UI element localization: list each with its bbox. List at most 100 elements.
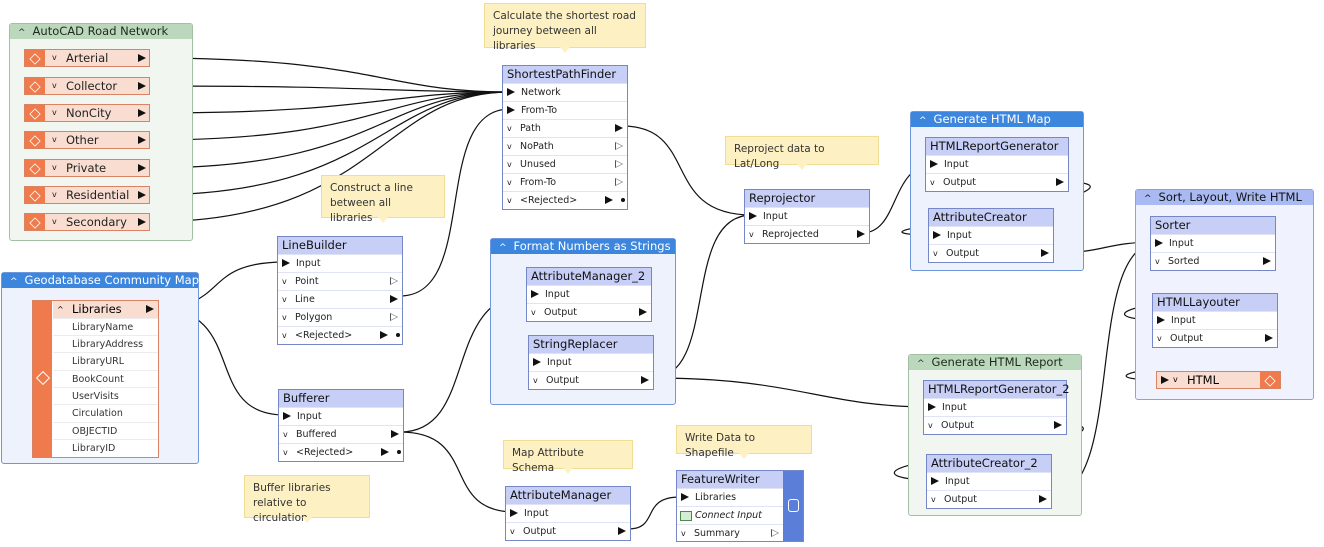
chevron-down-icon[interactable]: v — [282, 331, 287, 340]
input-port[interactable]: Input — [529, 353, 653, 371]
output-port-icon[interactable] — [138, 109, 146, 117]
transformer-title[interactable]: Reprojector — [745, 190, 869, 207]
output-port-icon[interactable] — [639, 308, 647, 316]
output-port-icon[interactable] — [390, 277, 398, 285]
transformer-title[interactable]: AttributeManager_2 — [527, 268, 651, 285]
input-port-icon[interactable] — [1161, 376, 1169, 384]
annotation-reproject[interactable]: Reproject data to Lat/Long — [725, 136, 879, 170]
chevron-down-icon[interactable]: v — [52, 135, 57, 144]
output-port-rejected[interactable]: v<Rejected> — [279, 443, 403, 461]
transformer-title[interactable]: LineBuilder — [278, 237, 402, 254]
output-port-icon[interactable] — [391, 430, 399, 438]
chevron-down-icon[interactable]: v — [283, 430, 288, 439]
output-port-icon[interactable] — [615, 124, 623, 132]
chevron-up-icon[interactable]: ^ — [57, 305, 64, 314]
output-port-icon[interactable] — [1263, 257, 1271, 265]
input-port[interactable]: Input — [1151, 234, 1275, 252]
output-port-icon[interactable] — [390, 313, 398, 321]
bookmark-title[interactable]: ^AutoCAD Road Network — [10, 24, 192, 39]
output-port-icon[interactable] — [615, 142, 623, 150]
chevron-down-icon[interactable]: v — [681, 529, 686, 538]
reader-header[interactable]: ^ Libraries — [53, 301, 158, 318]
output-port-icon[interactable] — [857, 230, 865, 238]
transformer-title[interactable]: AttributeCreator_2 — [927, 455, 1051, 472]
input-port[interactable]: Input — [506, 504, 630, 522]
annotation-buffer[interactable]: Buffer libraries relative to circulation — [244, 475, 370, 524]
chevron-down-icon[interactable]: v — [930, 178, 935, 187]
chevron-down-icon[interactable]: v — [282, 277, 287, 286]
transformer-title[interactable]: HTMLReportGenerator_2 — [924, 381, 1070, 398]
input-port-icon[interactable] — [930, 160, 938, 168]
input-port[interactable]: Input — [279, 407, 403, 425]
output-port-icon[interactable] — [381, 448, 389, 456]
output-port-icon[interactable] — [138, 54, 146, 62]
reader-noncity[interactable]: v NonCity — [24, 104, 150, 122]
input-port-icon[interactable] — [507, 106, 515, 114]
input-port[interactable]: Input — [924, 398, 1066, 416]
chevron-down-icon[interactable]: v — [282, 313, 287, 322]
writer-html[interactable]: v HTML — [1156, 371, 1281, 389]
reader-libraries[interactable]: ^ Libraries LibraryName LibraryAddress L… — [32, 300, 159, 458]
bookmark-title[interactable]: ^Geodatabase Community Map — [2, 273, 199, 288]
input-port-icon[interactable] — [928, 403, 936, 411]
input-port-icon[interactable] — [283, 412, 291, 420]
bookmark-title[interactable]: ^Format Numbers as Strings — [491, 239, 675, 254]
output-port-icon[interactable] — [138, 82, 146, 90]
annotation-construct-line[interactable]: Construct a line between all libraries — [321, 175, 445, 224]
input-port-network[interactable]: Network — [503, 83, 627, 101]
input-port-from-to[interactable]: From-To — [503, 101, 627, 119]
input-port-icon[interactable] — [749, 212, 757, 220]
chevron-down-icon[interactable]: v — [507, 142, 512, 151]
annotation-shapefile[interactable]: Write Data to Shapefile — [676, 425, 812, 459]
chevron-down-icon[interactable]: v — [52, 108, 57, 117]
chevron-down-icon[interactable]: v — [928, 421, 933, 430]
input-port[interactable]: Input — [1153, 311, 1277, 329]
chevron-down-icon[interactable]: v — [1155, 257, 1160, 266]
input-port[interactable]: Input — [926, 155, 1068, 173]
chevron-down-icon[interactable]: v — [1173, 375, 1178, 384]
input-port-icon[interactable] — [931, 477, 939, 485]
output-port-rejected[interactable]: v<Rejected> — [503, 191, 627, 209]
transformer-title[interactable]: ShortestPathFinder — [503, 66, 627, 83]
transformer-title[interactable]: AttributeManager — [506, 487, 630, 504]
transformer-title[interactable]: HTMLLayouter — [1153, 294, 1277, 311]
output-port-icon[interactable] — [138, 191, 146, 199]
transformer-title[interactable]: StringReplacer — [529, 336, 653, 353]
output-port-icon[interactable] — [771, 529, 779, 537]
chevron-down-icon[interactable]: v — [52, 53, 57, 62]
chevron-down-icon[interactable]: v — [507, 124, 512, 133]
chevron-down-icon[interactable]: v — [533, 376, 538, 385]
transformer-title[interactable]: HTMLReportGenerator — [926, 138, 1068, 155]
bookmark-title[interactable]: ^Sort, Layout, Write HTML — [1136, 190, 1313, 205]
transformer-title[interactable]: Bufferer — [279, 390, 403, 407]
input-port[interactable]: Input — [929, 226, 1053, 244]
chevron-down-icon[interactable]: v — [507, 160, 512, 169]
input-port-icon[interactable] — [531, 290, 539, 298]
input-port-icon[interactable] — [933, 231, 941, 239]
transformer-title[interactable]: AttributeCreator — [929, 209, 1053, 226]
